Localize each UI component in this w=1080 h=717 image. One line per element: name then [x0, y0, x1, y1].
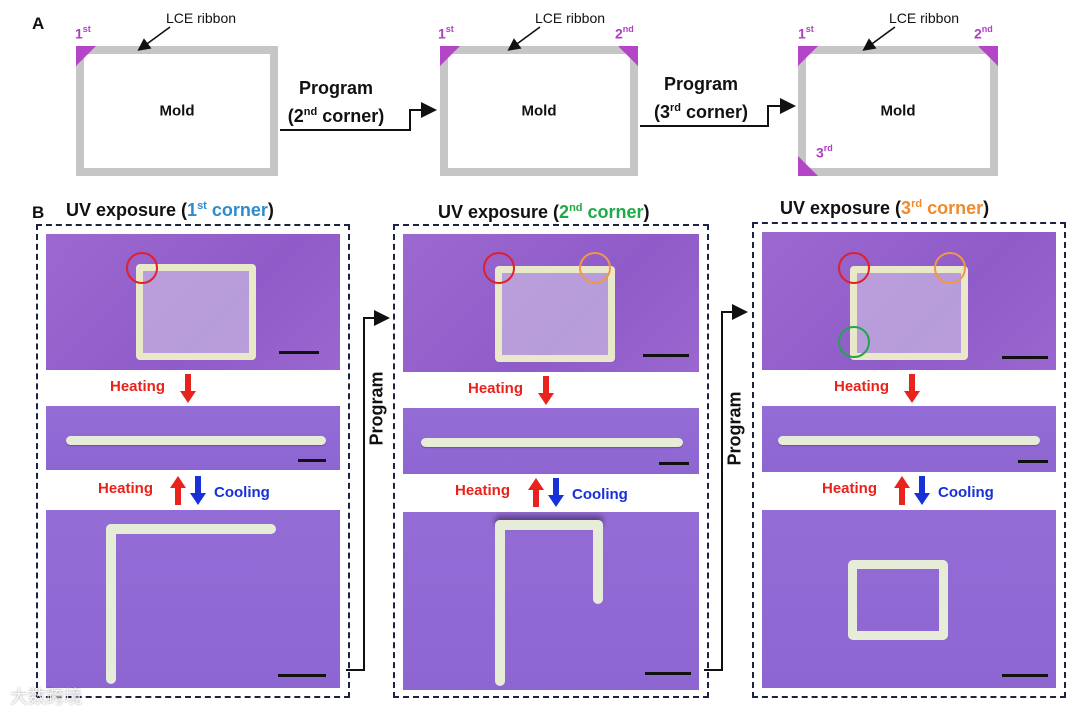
photo-mold-2 [403, 234, 699, 372]
programmed-corner-2 [618, 46, 638, 66]
lce-pointer-arrow [137, 26, 171, 51]
cooling-label: Cooling [214, 484, 270, 501]
photo-shape-1 [46, 510, 340, 688]
corner-marker-1 [126, 252, 158, 284]
panel-b-letter: B [32, 203, 45, 222]
corner-ordinal-1: 1st [75, 24, 91, 42]
heating-arrow-down [538, 376, 554, 405]
watermark: 大数跨境 [10, 687, 82, 707]
programmed-corner-3 [798, 156, 818, 176]
corner-marker-1 [483, 252, 515, 284]
heating-label: Heating [822, 480, 878, 497]
corner-ordinal-2: 2nd [615, 24, 634, 42]
program-arrow-2 [640, 98, 796, 127]
corner-marker-1 [838, 252, 870, 284]
corner-ordinal-1: 1st [438, 24, 454, 42]
panel-a-letter: A [32, 14, 45, 33]
scale-bar [659, 462, 689, 465]
corner-ordinal-3: 3rd [816, 143, 833, 161]
mold-label: Mold [880, 102, 916, 120]
scale-bar [279, 351, 319, 354]
heating-label: Heating [110, 378, 166, 395]
column-frame-1 [36, 224, 350, 698]
programmed-corner-1 [440, 46, 460, 66]
lce-ribbon-label: LCE ribbon [535, 10, 606, 26]
scale-bar [278, 674, 326, 677]
lce-pointer-arrow [507, 26, 541, 51]
photo-flat-1 [46, 406, 340, 470]
heating-label: Heating [98, 480, 154, 497]
scale-bar [1002, 674, 1048, 677]
heating-arrow-up [170, 476, 186, 505]
cooling-label: Cooling [572, 486, 628, 503]
program-step-1-label: Program (2nd corner) [287, 78, 385, 126]
mold-diagram-3: Mold [798, 46, 998, 176]
mold-label: Mold [521, 102, 557, 120]
photo-shape-2 [403, 512, 699, 690]
photo-flat-2 [403, 408, 699, 474]
scale-bar [1002, 356, 1048, 359]
scale-bar [645, 672, 691, 675]
cooling-arrow-down [190, 476, 206, 505]
heating-arrow-down [180, 374, 196, 403]
photo-flat-3 [762, 406, 1056, 472]
heating-arrow-up [528, 478, 544, 507]
program-step-2-label: Program (3rd corner) [653, 74, 749, 122]
mold-diagram-2: Mold [440, 46, 638, 176]
corner-ordinal-1: 1st [798, 24, 814, 42]
lce-ribbon-label: LCE ribbon [166, 10, 237, 26]
cooling-arrow-down [548, 478, 564, 507]
cooling-label: Cooling [938, 484, 994, 501]
column-frame-3 [752, 222, 1066, 698]
cooling-arrow-down [914, 476, 930, 505]
mold-diagram-1: Mold [76, 46, 278, 176]
heating-label: Heating [455, 482, 511, 499]
programmed-corner-2 [978, 46, 998, 66]
mold-label: Mold [159, 102, 195, 120]
corner-marker-3 [838, 326, 870, 358]
lce-pointer-arrow [862, 26, 896, 51]
heating-label: Heating [834, 378, 890, 395]
column-frame-2 [393, 224, 709, 698]
column-title-2: UV exposure (2nd corner) [438, 202, 650, 222]
column-title-3: UV exposure (3rd corner) [780, 198, 990, 218]
lce-ribbon-label: LCE ribbon [889, 10, 960, 26]
photo-mold-1 [46, 234, 340, 370]
program-connector-1 [346, 310, 390, 671]
scale-bar [1018, 460, 1048, 463]
corner-ordinal-2: 2nd [974, 24, 993, 42]
heating-label: Heating [468, 380, 524, 397]
column-title-1: UV exposure (1st corner) [66, 200, 274, 220]
program-connector-2 [704, 304, 748, 671]
scale-bar [298, 459, 326, 462]
scale-bar [643, 354, 689, 357]
heating-arrow-up [894, 476, 910, 505]
photo-shape-3 [762, 510, 1056, 688]
programmed-corner-1 [798, 46, 818, 66]
heating-arrow-down [904, 374, 920, 403]
corner-marker-2 [934, 252, 966, 284]
programmed-corner-1 [76, 46, 96, 66]
corner-marker-2 [579, 252, 611, 284]
photo-mold-3 [762, 232, 1056, 370]
program-arrow-1 [280, 102, 437, 131]
